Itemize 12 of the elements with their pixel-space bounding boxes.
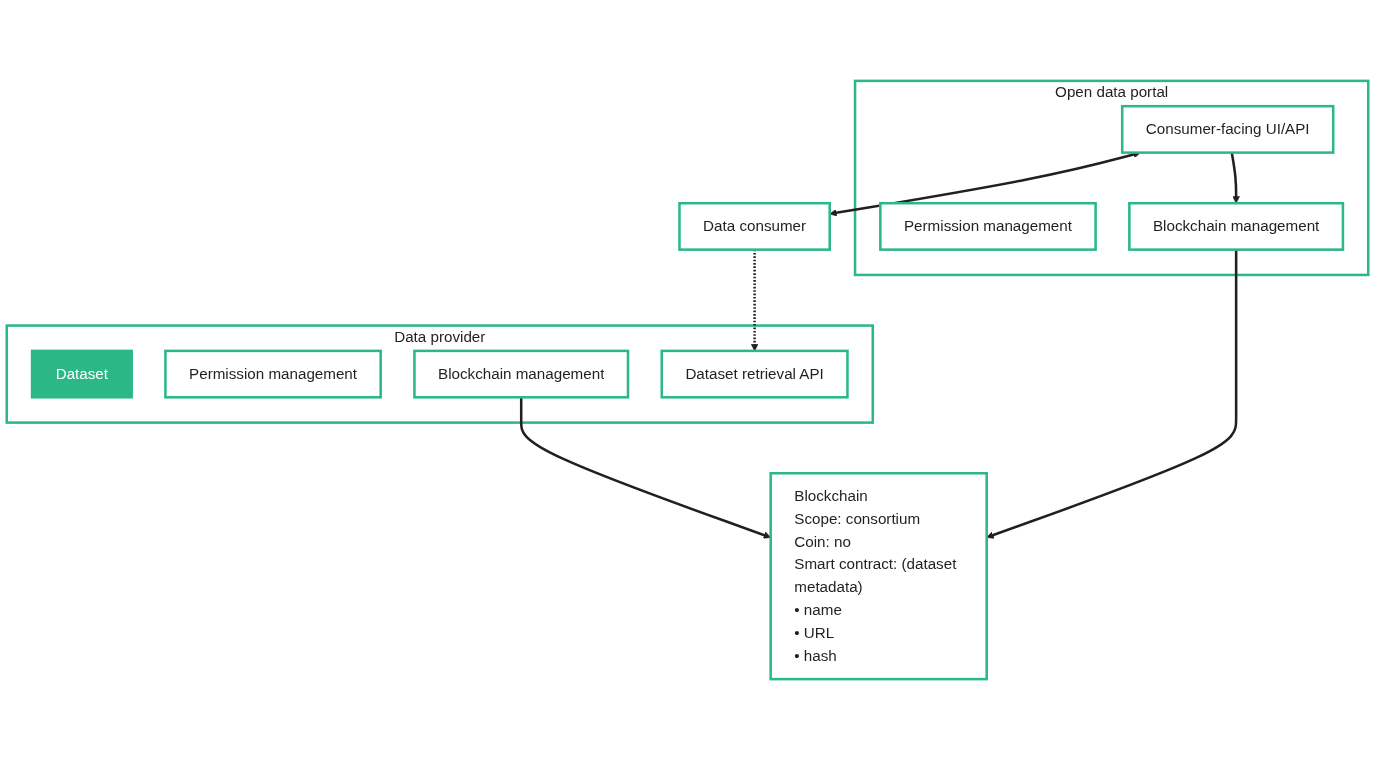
arrow [519, 397, 771, 539]
node-box: Data consumer [678, 201, 831, 251]
node-box: Blockchain management [1128, 201, 1345, 251]
node-box: Consumer-facing UI/API [1120, 104, 1335, 154]
node-box: Blockchain management [413, 349, 630, 399]
node-box: Dataset retrieval API [660, 349, 849, 399]
node-box: Permission management [164, 349, 382, 399]
node-box: Permission management [879, 201, 1097, 251]
arrow [986, 249, 1238, 539]
node-box: Blockchain Scope: consortium Coin: no Smart contract: (dataset metadata) • name • URL • hash [769, 471, 988, 681]
arrow [1230, 152, 1240, 204]
node-box: Dataset [30, 349, 133, 399]
